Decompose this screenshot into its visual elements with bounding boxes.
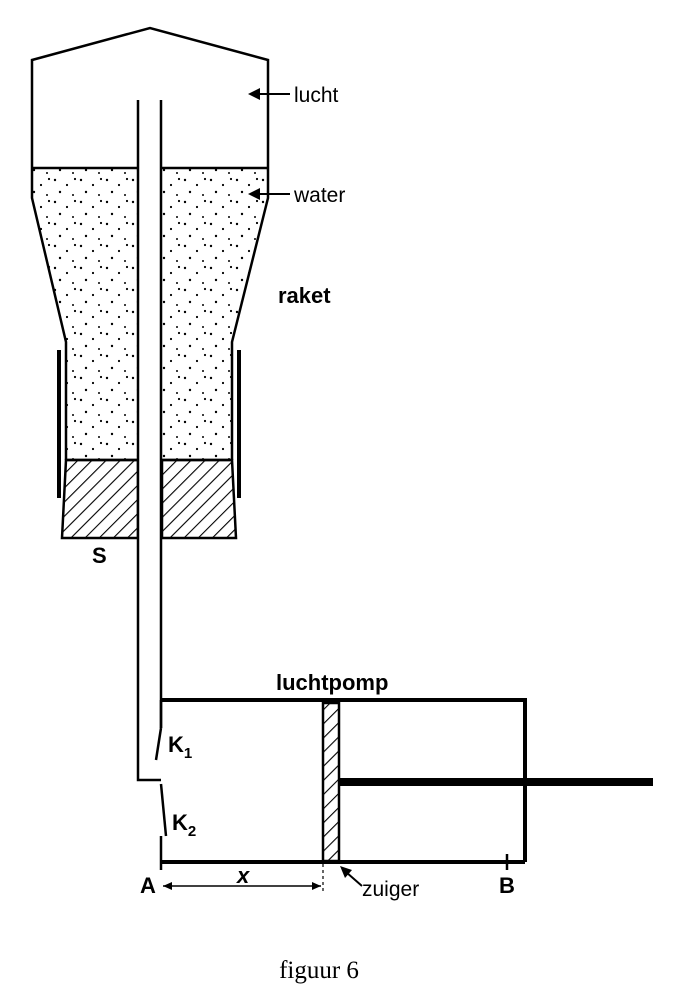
valve-k1-flap xyxy=(154,727,163,761)
piston-pointer-head xyxy=(340,866,352,878)
label-valve-k2-letter: K xyxy=(172,810,188,835)
label-valve-k2-sub: 2 xyxy=(188,823,196,840)
valve-k2-flap xyxy=(159,783,168,837)
distance-arrowhead-right xyxy=(312,882,321,890)
label-valve-k1-letter: K xyxy=(168,732,184,757)
pump-cylinder xyxy=(161,698,527,862)
label-point-a: A xyxy=(140,873,156,898)
label-valve-k1-sub: 1 xyxy=(184,745,192,762)
label-rocket: raket xyxy=(278,283,331,308)
label-valve-k2: K2 xyxy=(172,810,196,840)
label-air: lucht xyxy=(294,84,339,107)
label-distance: x xyxy=(236,863,250,888)
air-tube-mask xyxy=(139,100,161,780)
rocket-body xyxy=(30,26,270,460)
label-point-b: B xyxy=(499,873,515,898)
distance-arrowhead-left xyxy=(163,882,172,890)
figure-caption: figuur 6 xyxy=(279,957,359,984)
air-tube xyxy=(136,100,161,782)
piston xyxy=(321,701,341,863)
piston-pointer xyxy=(345,871,363,887)
label-piston: zuiger xyxy=(362,878,419,901)
label-stopper: S xyxy=(92,543,107,568)
label-water: water xyxy=(293,184,345,207)
water-pointer-head xyxy=(248,188,260,200)
label-valve-k1: K1 xyxy=(168,732,192,762)
air-pointer-head xyxy=(248,88,260,100)
stopper xyxy=(60,458,140,540)
label-pump: luchtpomp xyxy=(276,670,388,695)
piston-rod xyxy=(339,778,653,786)
stopper-right xyxy=(160,458,238,540)
